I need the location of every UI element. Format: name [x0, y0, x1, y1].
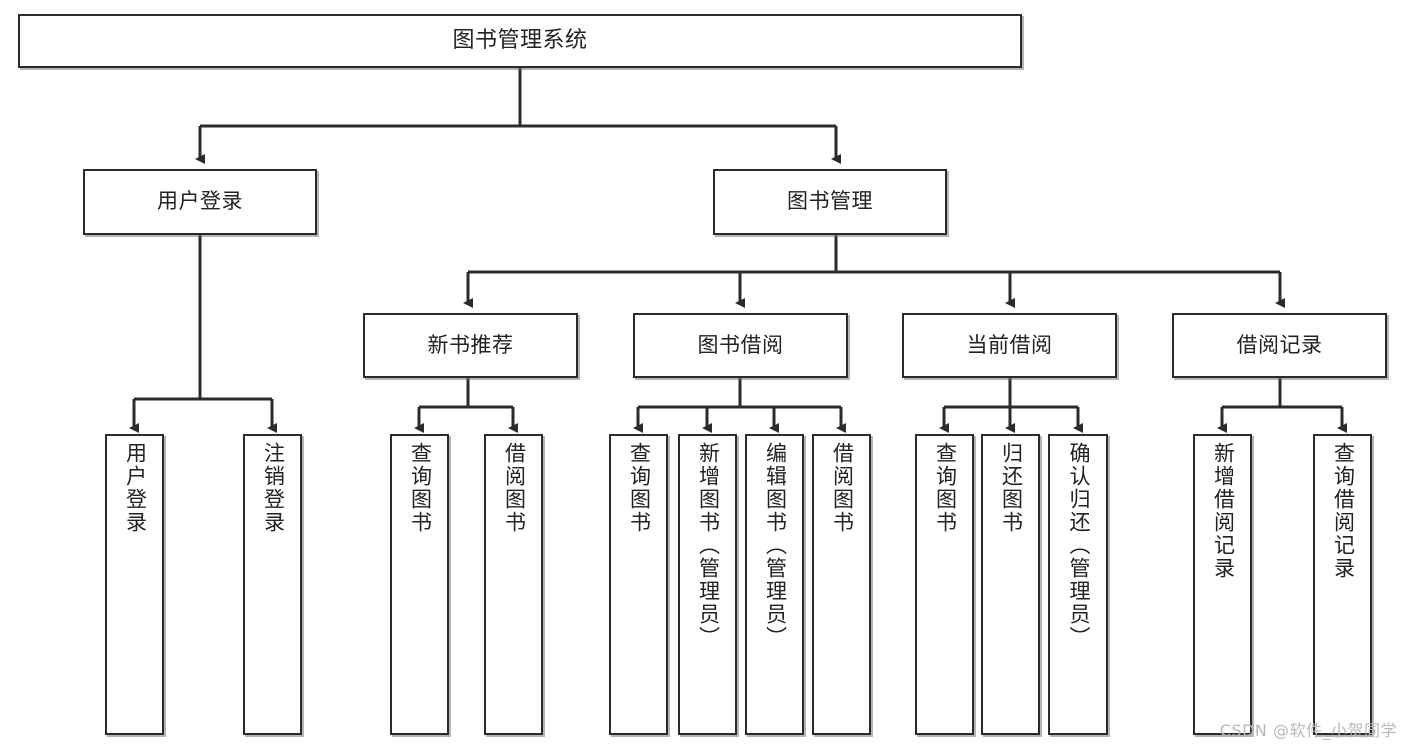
- node-book-borrow[interactable]: 图书借阅: [633, 313, 848, 378]
- node-label: 新增借阅记录: [1211, 442, 1236, 580]
- node-leaf-add-book[interactable]: 新增图书（管理员）: [678, 434, 737, 735]
- node-leaf-query-record[interactable]: 查询借阅记录: [1313, 434, 1372, 735]
- node-label: 用户登录: [157, 189, 243, 214]
- node-new-book-recommend[interactable]: 新书推荐: [363, 313, 578, 378]
- node-label: 图书管理: [787, 189, 873, 214]
- node-label: 注销登录: [261, 442, 286, 534]
- node-label: 借阅图书: [502, 442, 527, 534]
- node-label: 确认归还（管理员）: [1066, 442, 1091, 649]
- node-leaf-add-record[interactable]: 新增借阅记录: [1193, 434, 1252, 735]
- node-user-login[interactable]: 用户登录: [83, 169, 317, 235]
- node-leaf-edit-book[interactable]: 编辑图书（管理员）: [745, 434, 804, 735]
- node-leaf-user-login[interactable]: 用户登录: [105, 434, 164, 735]
- node-label: 查询图书: [627, 442, 652, 534]
- watermark-text: CSDN @软件_小贺同学: [1219, 721, 1397, 740]
- node-label: 编辑图书（管理员）: [763, 442, 788, 649]
- node-current-borrow[interactable]: 当前借阅: [902, 313, 1117, 378]
- node-label: 当前借阅: [966, 332, 1053, 357]
- node-root-system[interactable]: 图书管理系统: [18, 14, 1022, 68]
- node-leaf-borrow-book-2[interactable]: 借阅图书: [812, 434, 871, 735]
- node-borrow-record[interactable]: 借阅记录: [1172, 313, 1387, 378]
- node-leaf-query-book-1[interactable]: 查询图书: [390, 434, 449, 735]
- node-leaf-borrow-book-1[interactable]: 借阅图书: [484, 434, 543, 735]
- node-leaf-query-book-3[interactable]: 查询图书: [915, 434, 974, 735]
- node-label: 查询图书: [408, 442, 433, 534]
- node-label: 借阅图书: [830, 442, 855, 534]
- node-label: 借阅记录: [1236, 332, 1323, 357]
- node-label: 图书管理系统: [452, 27, 588, 53]
- node-label: 查询借阅记录: [1331, 442, 1356, 580]
- node-label: 新书推荐: [427, 332, 514, 357]
- node-label: 图书借阅: [697, 332, 784, 357]
- node-leaf-return-book[interactable]: 归还图书: [981, 434, 1040, 735]
- node-label: 归还图书: [999, 442, 1024, 534]
- node-leaf-logout-login[interactable]: 注销登录: [243, 434, 302, 735]
- node-label: 查询图书: [933, 442, 958, 534]
- node-leaf-confirm-return[interactable]: 确认归还（管理员）: [1048, 434, 1108, 735]
- node-label: 用户登录: [123, 442, 148, 534]
- node-leaf-query-book-2[interactable]: 查询图书: [609, 434, 668, 735]
- node-book-manage[interactable]: 图书管理: [713, 169, 947, 235]
- node-label: 新增图书（管理员）: [696, 442, 721, 649]
